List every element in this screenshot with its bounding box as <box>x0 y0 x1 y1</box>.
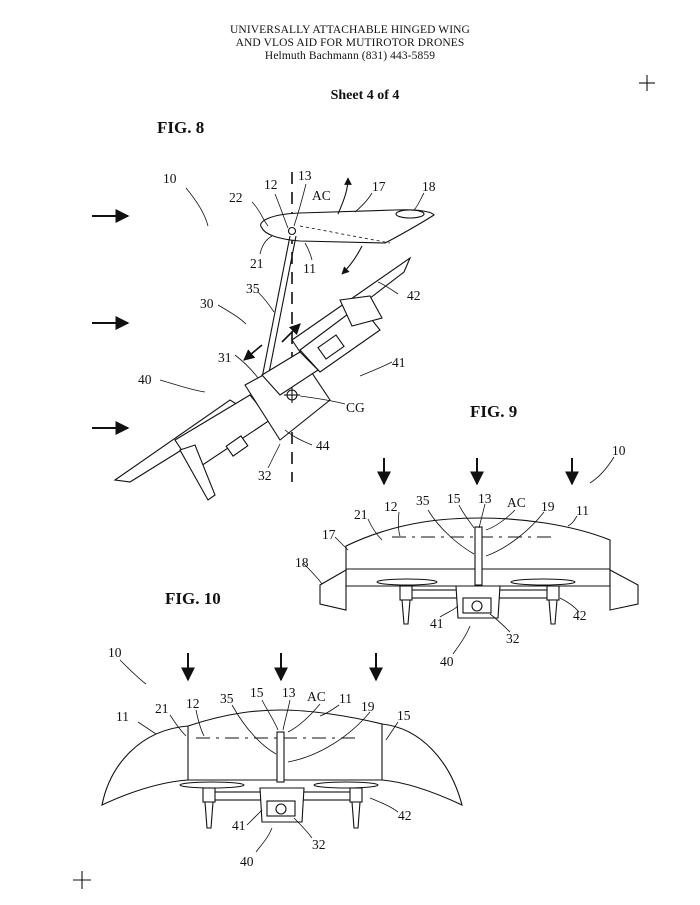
fig9-leg-right <box>549 600 557 624</box>
fig9-label-40: 40 <box>440 654 454 669</box>
registration-mark-top-right <box>639 75 655 91</box>
fig10-label-11-left: 11 <box>116 709 129 724</box>
fig10-drawing: 10 12 35 15 13 AC 11 19 11 21 15 41 32 4… <box>102 645 462 869</box>
fig9-drawing: 10 12 35 15 13 AC 19 21 11 17 18 41 32 4… <box>295 443 638 669</box>
fig9-label-13: 13 <box>478 491 492 506</box>
fig10-label-19: 19 <box>361 699 375 714</box>
fig8-label-30: 30 <box>200 296 214 311</box>
fig8-label-10: 10 <box>163 171 177 186</box>
fig8-label-21: 21 <box>250 256 264 271</box>
fig9-label-18: 18 <box>295 555 309 570</box>
fig9-leg-left <box>402 600 410 624</box>
fig10-label-21: 21 <box>155 701 169 716</box>
fig9-label-15: 15 <box>447 491 461 506</box>
fig10-label-40: 40 <box>240 854 254 869</box>
fig9-wingtip-right <box>610 570 638 610</box>
fig10-strut <box>277 732 284 782</box>
registration-mark-bottom-left <box>73 871 91 889</box>
fig9-wind-arrows <box>384 458 572 484</box>
fig9-label-35: 35 <box>416 493 430 508</box>
fig8-label-ac: AC <box>312 188 331 203</box>
fig8-wing <box>261 210 434 243</box>
fig10-leg-left <box>205 802 213 828</box>
fig8-wind-arrows <box>92 216 128 428</box>
fig8-label-11: 11 <box>303 261 316 276</box>
fig10-label-ac: AC <box>307 689 326 704</box>
fig8-label-35: 35 <box>246 281 260 296</box>
fig8-label-13: 13 <box>298 168 312 183</box>
fig9-strut <box>475 527 482 585</box>
fig9-label-ac: AC <box>507 495 526 510</box>
fig10-label-12: 12 <box>186 696 200 711</box>
fig8-label-41: 41 <box>392 355 406 370</box>
fig8-label-42: 42 <box>407 288 421 303</box>
fig10-propeller-right <box>314 782 378 788</box>
fig9-label-41: 41 <box>430 616 444 631</box>
fig9-label-19: 19 <box>541 499 555 514</box>
fig8-label-32: 32 <box>258 468 272 483</box>
fig8-label-31: 31 <box>218 350 232 365</box>
fig8-label-17: 17 <box>372 179 386 194</box>
fig10-label-11-center: 11 <box>339 691 352 706</box>
fig8-drawing: 10 22 12 13 AC 17 18 21 11 35 42 30 31 4… <box>92 168 436 500</box>
fig10-propeller-left <box>180 782 244 788</box>
fig10-leg-right <box>352 802 360 828</box>
fig10-wind-arrows <box>188 653 376 680</box>
fig10-label-35: 35 <box>220 691 234 706</box>
fig10-label-42: 42 <box>398 808 412 823</box>
fig9-wingtip-left <box>320 570 346 610</box>
fig10-label-10: 10 <box>108 645 122 660</box>
fig9-label-11: 11 <box>576 503 589 518</box>
fig10-label-15-left: 15 <box>250 685 264 700</box>
fig8-reaction-arrow <box>244 345 262 360</box>
fig9-label-32: 32 <box>506 631 520 646</box>
fig8-label-12: 12 <box>264 177 278 192</box>
fig10-label-13: 13 <box>282 685 296 700</box>
fig8-label-cg: CG <box>346 400 365 415</box>
fig9-label-42: 42 <box>573 608 587 623</box>
fig8-rotation-arrow-up <box>338 178 348 214</box>
fig9-label-21: 21 <box>354 507 368 522</box>
fig8-rotation-arrow-down <box>342 246 362 274</box>
fig8-label-22: 22 <box>229 190 243 205</box>
fig9-label-12: 12 <box>384 499 398 514</box>
fig8-label-44: 44 <box>316 438 330 453</box>
fig8-label-18: 18 <box>422 179 436 194</box>
fig8-strut-35 <box>262 236 296 378</box>
fig10-label-41: 41 <box>232 818 246 833</box>
fig9-label-17: 17 <box>322 527 336 542</box>
fig8-label-40: 40 <box>138 372 152 387</box>
fig10-label-32: 32 <box>312 837 326 852</box>
fig10-label-15-right: 15 <box>397 708 411 723</box>
fig8-hinge-ac <box>289 228 296 235</box>
fig9-label-10: 10 <box>612 443 626 458</box>
